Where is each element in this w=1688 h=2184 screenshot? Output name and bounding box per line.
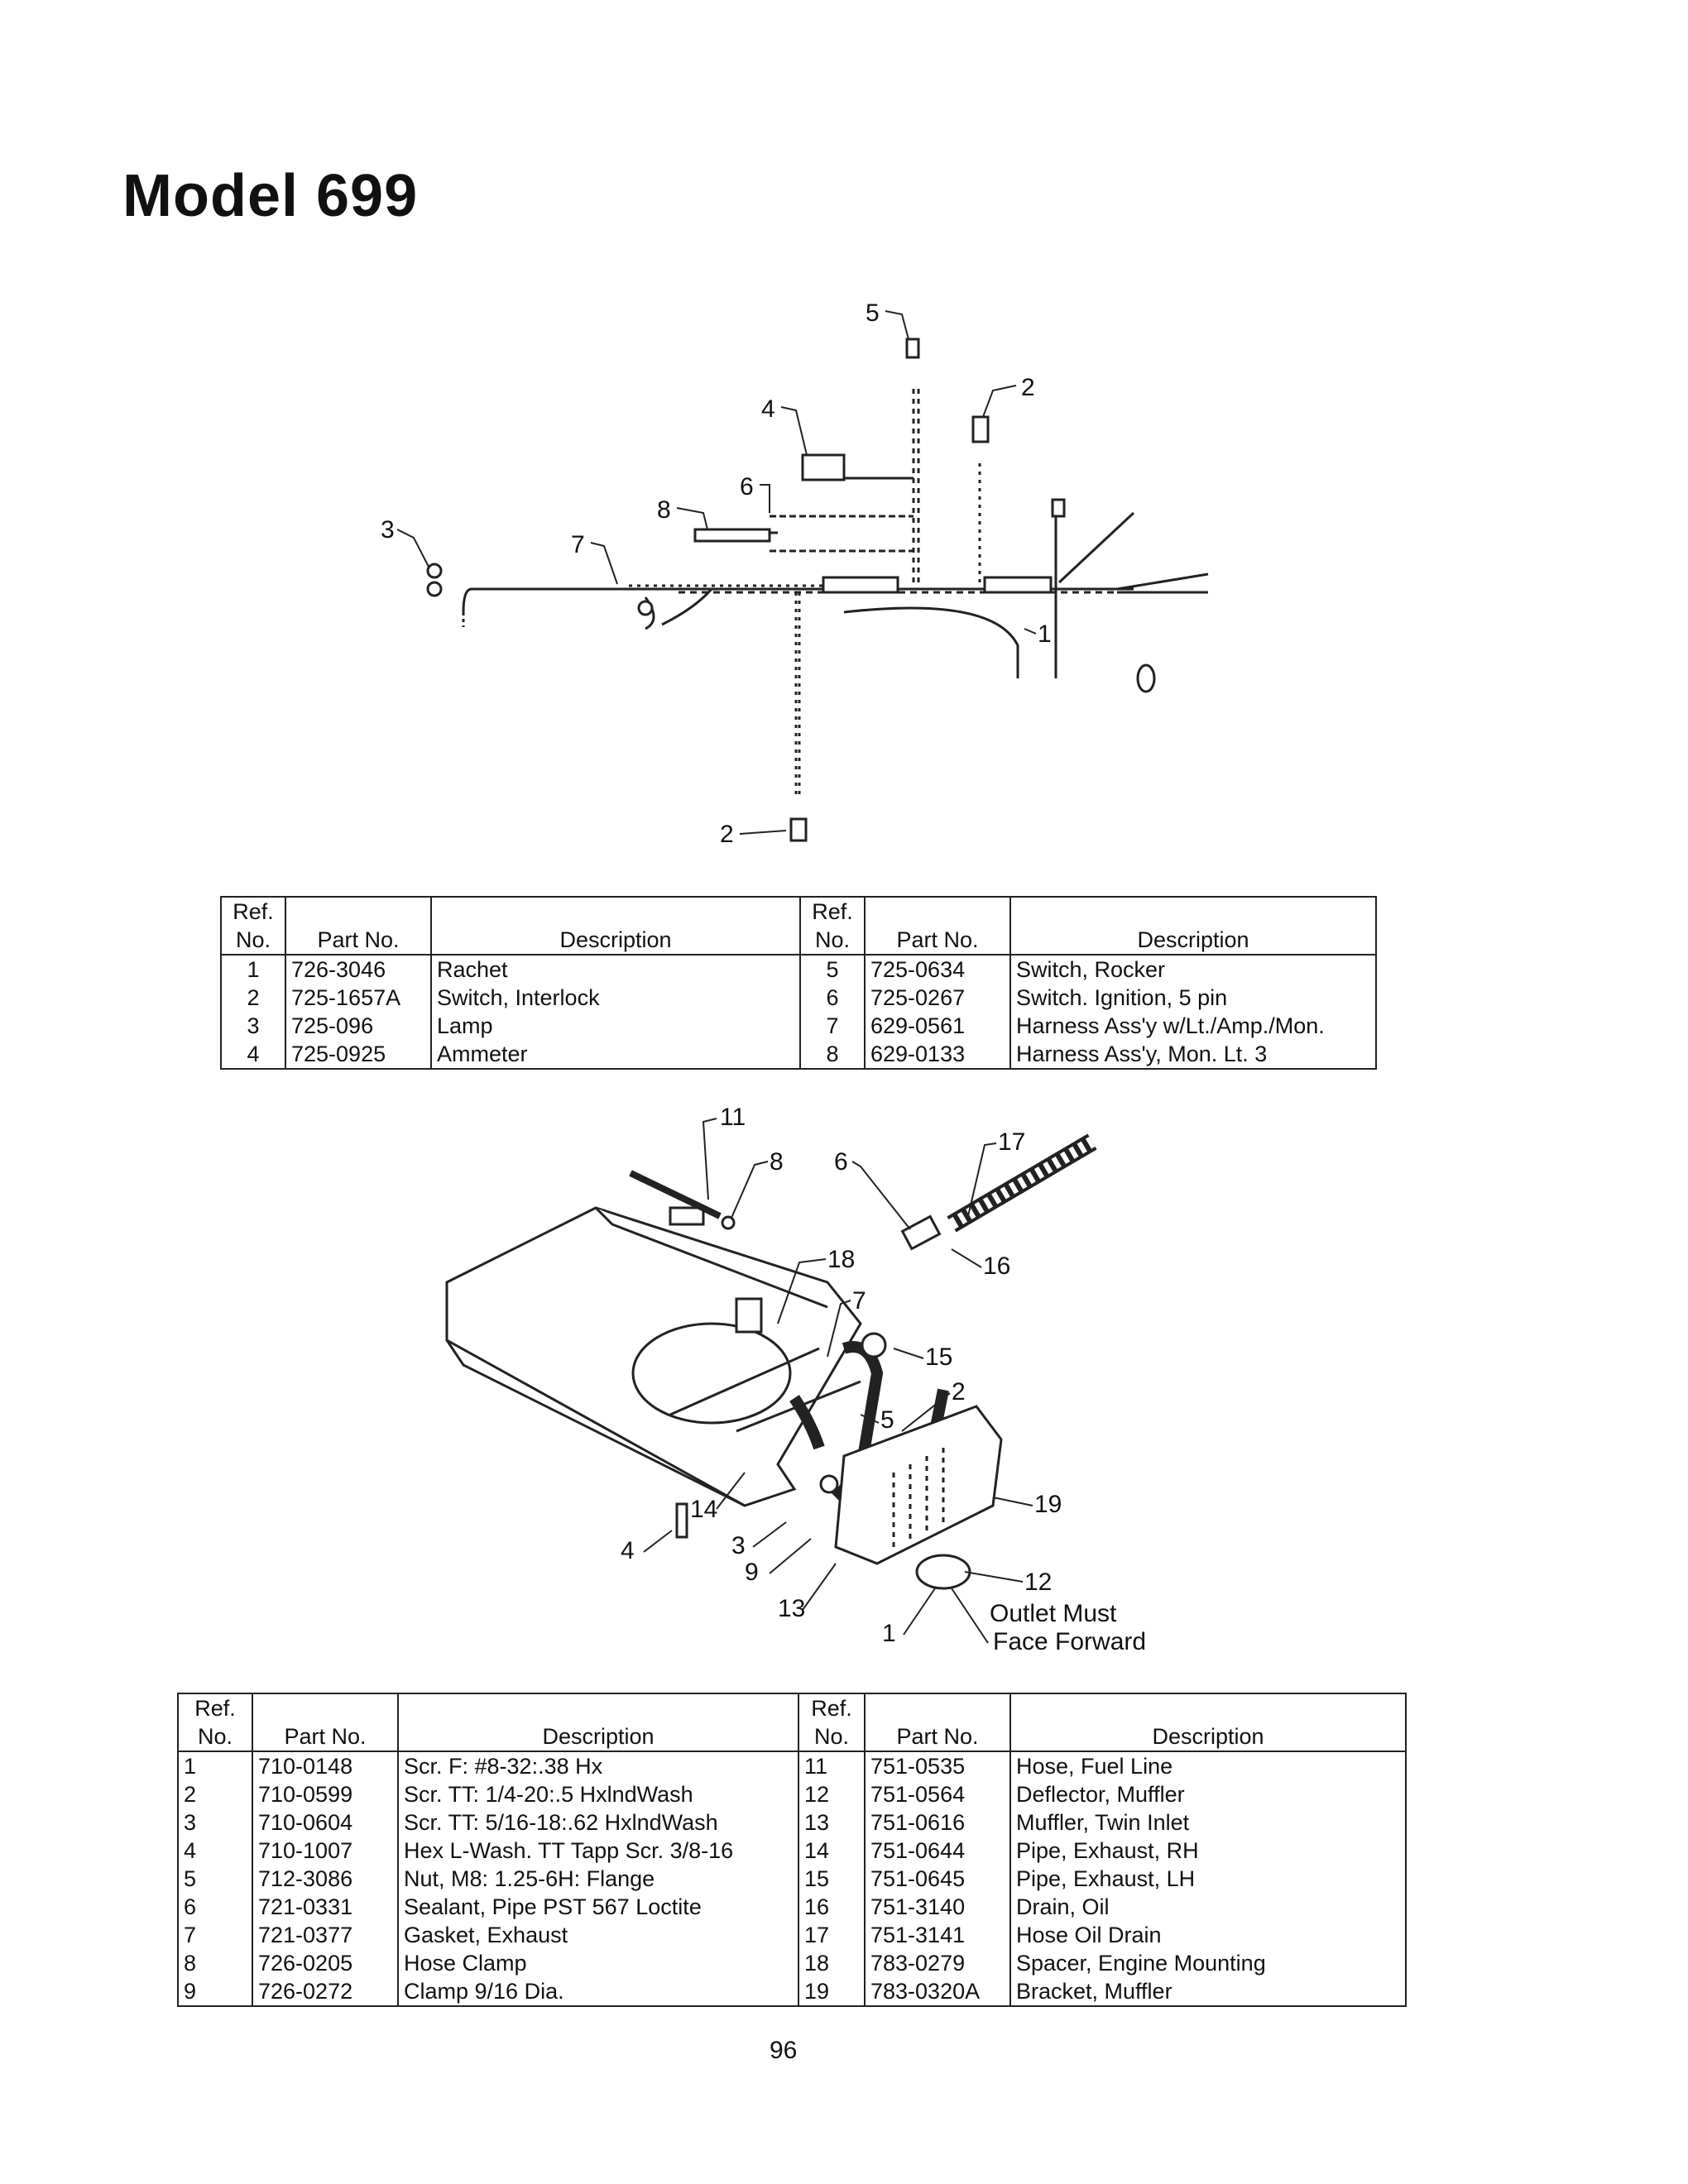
callout-7: 7 <box>571 531 585 558</box>
callout-15: 15 <box>925 1343 952 1371</box>
callout-5: 5 <box>880 1406 894 1434</box>
header-description: Description <box>397 1693 799 1752</box>
callout-2-bottom: 2 <box>720 821 734 848</box>
wiring-diagram: 5 4 2 6 8 3 7 1 2 <box>381 299 1209 848</box>
callout-9: 9 <box>745 1559 759 1586</box>
wiring-parts-table: Ref.No. Part No. Description Ref.No. Par… <box>220 896 1377 1070</box>
header-part-no: Part No. <box>285 897 432 956</box>
callout-4: 4 <box>761 395 775 423</box>
callout-11: 11 <box>720 1104 746 1131</box>
header-part-no: Part No. <box>252 1693 399 1752</box>
callout-12: 12 <box>1024 1569 1052 1596</box>
callout-3: 3 <box>731 1532 746 1559</box>
callout-7: 7 <box>852 1287 866 1315</box>
callout-8: 8 <box>657 496 671 524</box>
page-number: 96 <box>770 2037 798 2064</box>
callout-5: 5 <box>866 299 880 327</box>
header-ref: Ref.No. <box>798 1693 866 1752</box>
outlet-note-line1: Outlet Must <box>990 1600 1117 1627</box>
frame-parts-table: Ref.No. Part No. Description Ref.No. Par… <box>177 1693 1407 2007</box>
callout-4: 4 <box>621 1537 635 1564</box>
callout-19: 19 <box>1034 1491 1062 1518</box>
callout-2: 2 <box>952 1378 966 1406</box>
header-ref: Ref.No. <box>799 897 866 956</box>
header-part-no: Part No. <box>864 1693 1011 1752</box>
header-description: Description <box>430 897 801 956</box>
callout-18: 18 <box>827 1246 855 1273</box>
header-description: Description <box>1009 1693 1407 1752</box>
callout-8: 8 <box>770 1148 784 1176</box>
callout-14: 14 <box>690 1496 717 1523</box>
callout-6: 6 <box>740 473 754 500</box>
callout-1: 1 <box>882 1620 896 1647</box>
outlet-note-line2: Face Forward <box>993 1628 1146 1655</box>
callout-13: 13 <box>778 1595 805 1622</box>
header-part-no: Part No. <box>864 897 1011 956</box>
callout-6: 6 <box>834 1148 848 1176</box>
page-title: Model 699 <box>122 163 419 229</box>
callout-1: 1 <box>1038 620 1052 648</box>
header-description: Description <box>1009 897 1377 956</box>
callout-17: 17 <box>998 1128 1025 1156</box>
header-ref: Ref.No. <box>220 897 286 956</box>
frame-exhaust-diagram: 11 8 6 17 16 18 7 15 2 5 19 14 3 4 9 12 … <box>445 1104 1146 1655</box>
callout-16: 16 <box>983 1252 1010 1280</box>
callout-3: 3 <box>381 516 395 544</box>
callout-2-top: 2 <box>1021 374 1035 401</box>
header-ref: Ref.No. <box>177 1693 253 1752</box>
